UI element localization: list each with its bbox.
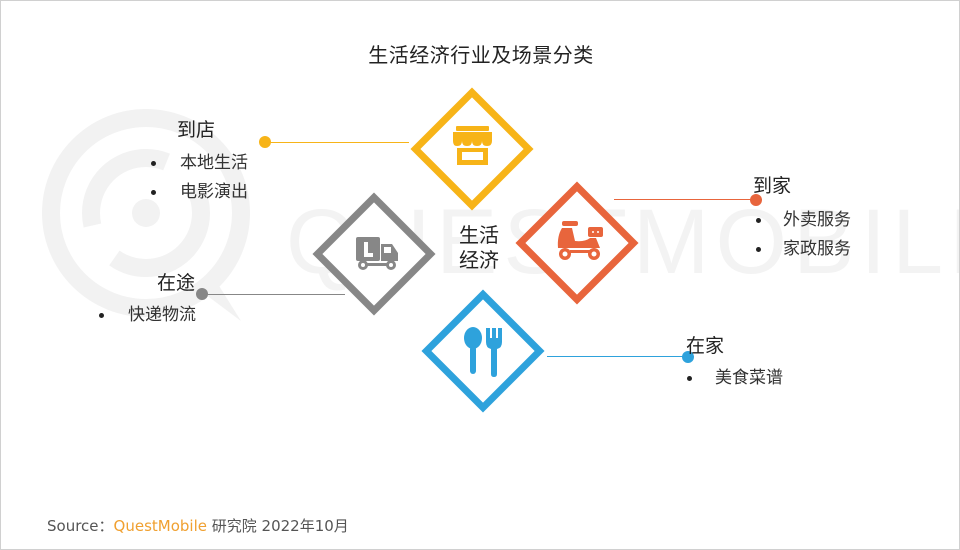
bullet-icon <box>151 190 156 195</box>
athome-node-dot <box>682 351 694 363</box>
home-connector-line <box>614 199 756 200</box>
home-group-title: 到家 <box>753 175 792 197</box>
athome-item-list: 美食菜谱 <box>687 364 783 393</box>
athome-group-title: 在家 <box>686 335 725 357</box>
bullet-icon <box>756 247 761 252</box>
list-item: 电影演出 <box>151 178 248 207</box>
page-title: 生活经济行业及场景分类 <box>368 43 594 67</box>
store-connector-line <box>266 142 409 143</box>
list-item: 本地生活 <box>151 149 248 178</box>
center-label-line2: 经济 <box>459 248 499 272</box>
delivery-truck-icon <box>356 237 398 270</box>
bullet-icon <box>99 313 104 318</box>
transit-item-list: 快递物流 <box>99 301 196 330</box>
bullet-icon <box>756 218 761 223</box>
home-diamond <box>515 181 639 305</box>
home-node-dot <box>750 194 762 206</box>
store-item-list: 本地生活 电影演出 <box>151 149 248 207</box>
list-item: 外卖服务 <box>756 206 851 235</box>
source-brand: QuestMobile <box>113 517 207 535</box>
bullet-icon <box>151 161 156 166</box>
store-diamond <box>410 87 534 211</box>
home-item-list: 外卖服务 家政服务 <box>756 206 851 264</box>
center-label: 生活 经济 <box>453 223 505 273</box>
transit-node-dot <box>196 288 208 300</box>
list-item: 快递物流 <box>99 301 196 330</box>
store-group-title: 到店 <box>177 119 216 141</box>
athome-connector-line <box>547 356 689 357</box>
center-label-line1: 生活 <box>459 223 499 247</box>
source-note: Source：QuestMobile 研究院 2022年10月 <box>47 515 349 536</box>
transit-connector-line <box>203 294 345 295</box>
source-prefix: Source： <box>47 517 114 535</box>
bullet-icon <box>687 376 692 381</box>
transit-diamond <box>312 192 436 316</box>
scooter-delivery-icon <box>557 221 603 260</box>
storefront-icon <box>453 126 492 165</box>
list-item: 美食菜谱 <box>687 364 783 393</box>
store-node-dot <box>259 136 271 148</box>
athome-diamond <box>421 289 545 413</box>
transit-group-title: 在途 <box>157 272 196 294</box>
spoon-fork-icon <box>464 327 502 377</box>
source-suffix: 研究院 2022年10月 <box>206 517 349 535</box>
list-item: 家政服务 <box>756 235 851 264</box>
